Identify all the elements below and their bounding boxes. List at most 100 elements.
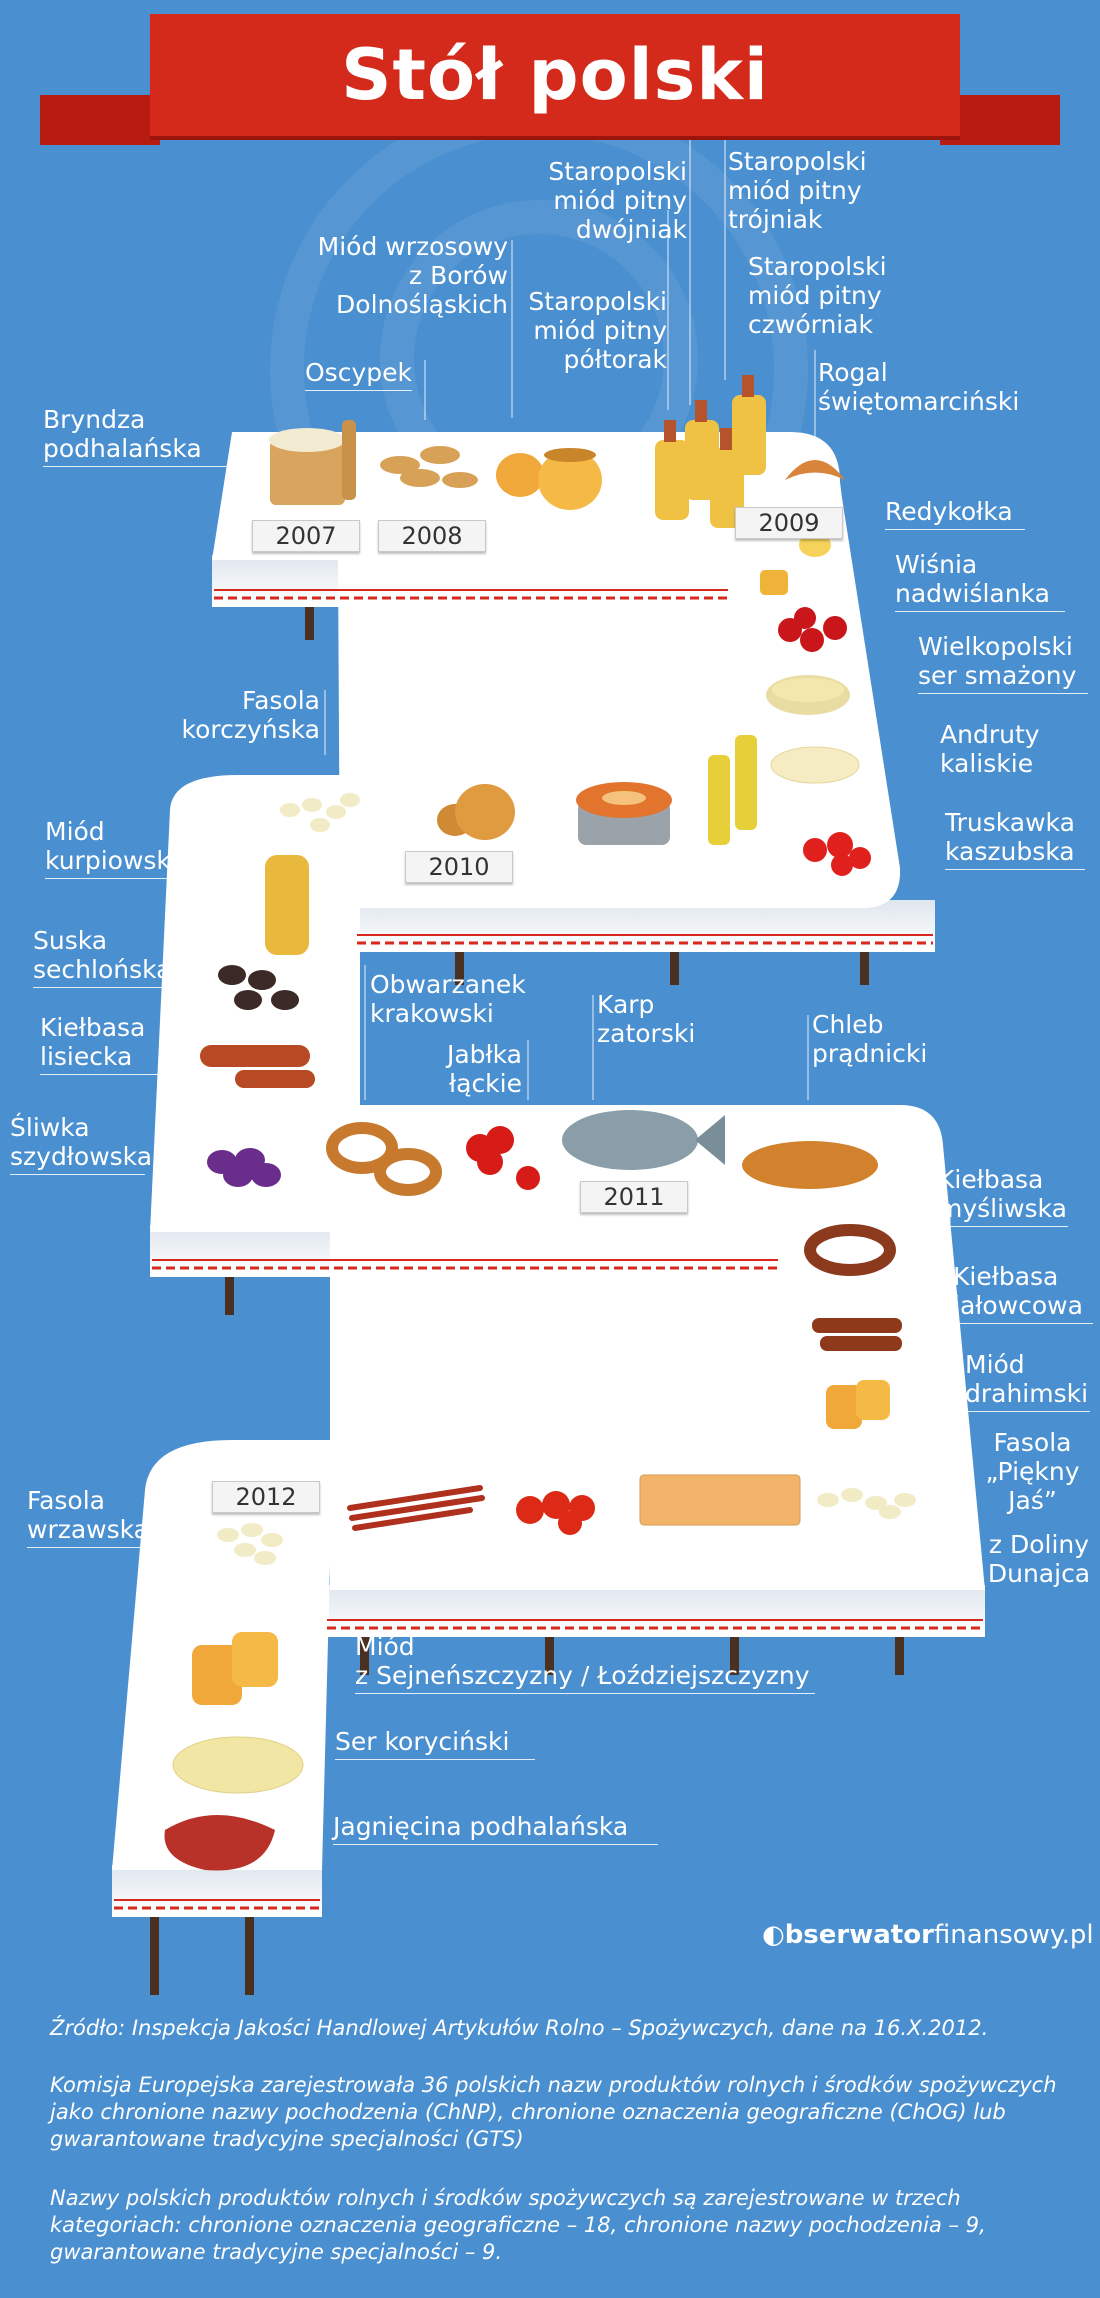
logo-rest: finansowy.pl <box>933 1920 1094 1950</box>
year-tag: 2008 <box>378 520 486 552</box>
label-obwarzanek: Obwarzanek krakowski <box>370 970 526 1028</box>
label-andruty: Andruty kaliskie <box>940 720 1040 778</box>
label-fasola-wrzawska: Fasola wrzawska <box>27 1486 167 1548</box>
label-suska: Suska sechlońska <box>33 926 183 988</box>
grojec-apples-icon <box>516 1491 595 1535</box>
juniper-sausage-icon <box>812 1318 902 1351</box>
beans-wrzawska-icon <box>217 1523 283 1565</box>
label-miod-kurpiowski: Miód kurpiowski <box>45 817 195 879</box>
kabanosy-icon <box>347 1485 485 1531</box>
page-title: Stół polski <box>341 34 769 116</box>
year-tag: 2010 <box>405 851 513 883</box>
label-ser-smazony: Wielkopolski ser smażony <box>918 632 1088 694</box>
beans-piekny-icon <box>817 1488 916 1519</box>
label-olej: Olej rydzowy <box>545 630 707 659</box>
table-leg <box>730 1630 739 1675</box>
honey-jar-icon <box>496 448 602 510</box>
honeydew-jar-icon <box>437 784 515 840</box>
bryndza-barrel-icon <box>269 420 356 505</box>
label-kielbasa-mysliwska: Kiełbasa myśliwska <box>938 1165 1068 1227</box>
strawberries-icon <box>803 832 871 876</box>
kolacz-icon <box>639 1474 801 1526</box>
drahim-honey-icon <box>826 1380 890 1429</box>
carp-icon <box>562 1110 725 1170</box>
table-leg <box>225 1270 234 1315</box>
label-dwojniak: Staropolski miód pitny dwójniak <box>548 157 687 244</box>
table-leg <box>545 1630 554 1675</box>
prunes-icon <box>218 965 299 1010</box>
brand-logo: ◐bserwatorfinansowy.pl <box>762 1920 1094 1950</box>
label-poltorak: Staropolski miód pitny półtorak <box>528 287 667 374</box>
label-czworniak: Staropolski miód pitny czwórniak <box>748 252 887 339</box>
label-karp: Karp zatorski <box>597 990 696 1048</box>
oil-bottles-icon <box>708 735 757 845</box>
oscypek-icon <box>380 446 478 488</box>
wafers-icon <box>770 746 860 784</box>
table-leg <box>895 1630 904 1675</box>
note-paragraph-2: Nazwy polskich produktów rolnych i środk… <box>50 2186 986 2264</box>
label-wisnia: Wiśnia nadwiślanka <box>895 550 1065 612</box>
source-note: Źródło: Inspekcja Jakości Handlowej Arty… <box>50 2016 989 2040</box>
label-truskawka: Truskawka kaszubska <box>945 808 1085 870</box>
label-redykolka: Redykołka <box>885 497 1025 530</box>
honey-bottle-icon <box>265 855 309 955</box>
banner-tail-left <box>40 95 160 145</box>
table-leg <box>245 1910 254 1995</box>
logo-brand: bserwator <box>784 1920 934 1950</box>
table-leg <box>670 945 679 985</box>
pierekaczewnik-icon <box>576 782 672 845</box>
lamb-meat-icon <box>164 1815 275 1871</box>
label-ser-korycinski: Ser koryciński <box>335 1727 535 1760</box>
sausage-icon <box>200 1045 315 1088</box>
cheese-wheel-icon <box>172 1736 304 1794</box>
label-fasola-piekny: Fasola „Piękny Jaś” <box>985 1428 1080 1515</box>
table-leg <box>305 600 314 640</box>
sausage-ring-icon <box>804 1224 896 1276</box>
beans-icon <box>280 793 360 832</box>
label-trojniak: Staropolski miód pitny trójniak <box>728 147 867 234</box>
label-kabanosy: Kabanosy <box>398 1335 520 1364</box>
year-tag: 2011 <box>580 1181 688 1213</box>
label-z-doliny: z Doliny Dunajca <box>987 1530 1091 1588</box>
table-leg <box>860 945 869 985</box>
year-tag: 2007 <box>252 520 360 552</box>
cheese-bowl-icon <box>766 675 850 715</box>
year-tag: 2009 <box>735 507 843 539</box>
croissant-icon <box>785 460 845 480</box>
apples-icon <box>466 1126 540 1190</box>
table-leg <box>360 1630 369 1675</box>
banner-tail-right <box>940 95 1060 145</box>
note-paragraph-1: Komisja Europejska zarejestrowała 36 pol… <box>50 2073 1057 2151</box>
title-banner: Stół polski <box>150 14 960 136</box>
label-kielbasa-lisiecka: Kiełbasa lisiecka <box>40 1013 158 1075</box>
label-sliwka: Śliwka szydłowska <box>10 1113 152 1175</box>
mead-bottles-icon <box>655 375 766 528</box>
pretzel-ring-icon <box>326 1122 442 1196</box>
label-oscypek: Oscypek <box>305 358 412 391</box>
label-pierekaczewnik: Pierekaczewnik <box>465 665 657 694</box>
label-miod-drahimski: Miód drahimski <box>965 1350 1090 1412</box>
redykolka-icon <box>760 533 831 595</box>
label-fasola-korczynska: Fasola korczyńska <box>181 686 320 744</box>
label-miod-sejny: Miód z Sejneńszczyzny / Łoździejszczyzny <box>355 1632 815 1694</box>
label-jablko-grojeckie: Jabłko grójeckie <box>567 1367 681 1425</box>
label-rogal: Rogal świętomarciński <box>818 358 1020 416</box>
cherries-icon <box>778 607 847 652</box>
bread-icon <box>742 1141 878 1189</box>
table-leg <box>150 1910 159 1995</box>
logo-mark-icon: ◐ <box>762 1920 785 1950</box>
label-kielbasa-jalowcowa: Kiełbasa jałowcowa <box>953 1262 1093 1324</box>
label-miod-wrzosowy: Miód wrzosowy z Borów Dolnośląskich <box>317 232 508 319</box>
plums-icon <box>207 1148 281 1187</box>
label-jablka-lackie: Jabłka łąckie <box>446 1040 522 1098</box>
label-miod-spadziowy: Podkarpacki miód spadziowy <box>422 702 624 760</box>
label-kolacz: Kołacz śląski <box>570 1325 728 1354</box>
table-leg <box>455 945 464 985</box>
label-jagniecina: Jagnięcina podhalańska <box>333 1812 658 1845</box>
label-chleb: Chleb prądnicki <box>812 1010 928 1068</box>
label-bryndza: Bryndza podhalańska <box>43 405 231 467</box>
sejny-honey-icon <box>192 1632 278 1705</box>
year-tag: 2012 <box>212 1481 320 1513</box>
